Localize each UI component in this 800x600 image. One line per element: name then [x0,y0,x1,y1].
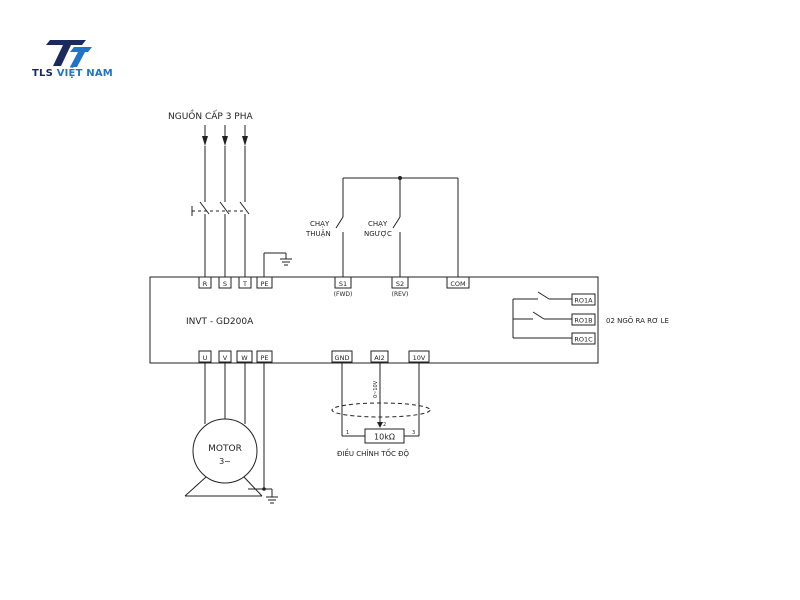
relay-outputs: RO1A RO1B RO1C [512,291,596,345]
inverter-body [149,276,599,364]
motor [184,362,273,497]
terminal-ai2-label: AI2 [374,354,385,362]
switch-forward-line2: THUẬN [305,229,331,238]
tls-logo-icon [46,40,92,67]
terminal-s-label: S [223,280,227,288]
supply-label: NGUỒN CẤP 3 PHA [168,109,253,122]
logo-text: TLS VIỆT NAM [32,68,113,79]
input-ground-icon [263,252,292,277]
terminal-com-label: COM [450,280,465,288]
input-terminals: R S T PE [198,276,273,289]
terminal-s [218,276,232,289]
terminal-s2 [391,276,409,289]
potentiometer [331,362,431,444]
control-switches [335,176,459,277]
pot-value: 10kΩ [374,433,395,442]
terminal-r [198,276,212,289]
motor-ground-icon [266,496,278,504]
device-label: INVT - GD200A [186,317,254,327]
terminal-ro1c-label: RO1C [574,336,593,344]
terminal-pe-out-label: PE [260,354,268,362]
pot-pin-1: 1 [346,430,349,436]
pot-label: ĐIỀU CHỈNH TỐC ĐỘ [337,448,410,458]
switch-forward-line1: CHẠY [310,220,330,228]
terminal-t [238,276,252,289]
switch-reverse-line1: CHẠY [368,220,388,228]
terminal-s2-label: S2 [396,280,404,288]
terminal-com [446,276,470,289]
logo-text-suffix: VIỆT NAM [56,68,113,79]
terminal-t-label: T [242,280,247,288]
relay-label: 02 NGÕ RA RƠ LE [606,316,669,325]
terminal-v-label: V [223,354,228,362]
terminal-pe-in-label: PE [260,280,268,288]
pot-resistor [364,428,405,444]
terminal-gnd-label: GND [335,354,350,362]
control-terminals: S1 (FWD) S2 (REV) COM [334,276,470,298]
terminal-s2-sub: (REV) [392,291,409,298]
motor-sub: 3~ [219,457,231,466]
supply-arrows [202,125,248,146]
switch-reverse-line2: NGƯỢC [364,230,392,238]
terminal-s1-label: S1 [339,280,347,288]
motor-circle [192,418,258,484]
pot-pin-2: 2 [383,422,386,428]
terminal-s1 [334,276,352,289]
input-breaker [191,146,250,277]
terminal-u-label: U [203,354,208,362]
terminal-r-label: R [203,280,208,288]
terminal-s1-sub: (FWD) [334,291,353,298]
terminal-w-label: W [241,354,248,362]
motor-label: MOTOR [208,444,242,454]
logo-text-prefix: TLS [32,68,57,79]
terminal-ro1a-label: RO1A [574,297,593,305]
pot-pin-3: 3 [412,430,415,436]
terminal-10v-label: 10V [413,354,426,362]
analog-terminals: GND AI2 10V [331,350,430,363]
analog-range-label: 0~10V [373,380,379,398]
terminal-ro1b-label: RO1B [574,317,592,325]
terminal-pe-in [256,276,273,289]
